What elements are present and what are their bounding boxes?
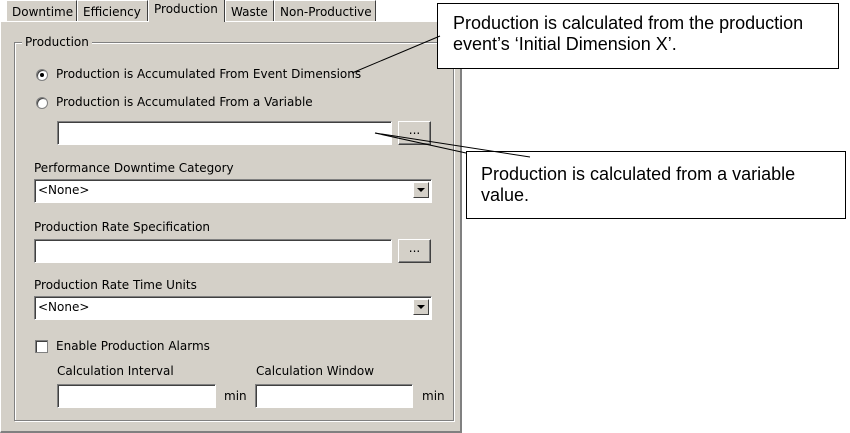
performance-downtime-label: Performance Downtime Category bbox=[34, 161, 234, 175]
variable-browse-button[interactable]: ... bbox=[398, 121, 431, 145]
production-rate-time-units-label: Production Rate Time Units bbox=[34, 278, 197, 292]
callout-event-dimensions: Production is calculated from the produc… bbox=[437, 3, 839, 69]
production-rate-spec-input[interactable] bbox=[34, 239, 392, 263]
calc-interval-label: Calculation Interval bbox=[57, 364, 174, 378]
enable-alarms-checkbox[interactable] bbox=[35, 340, 48, 353]
performance-downtime-select[interactable]: <None> bbox=[34, 179, 432, 203]
production-rate-spec-label: Production Rate Specification bbox=[34, 220, 211, 234]
tab-panel bbox=[0, 21, 462, 433]
calc-window-label: Calculation Window bbox=[256, 364, 375, 378]
calc-interval-unit: min bbox=[224, 389, 247, 403]
production-rate-time-units-value: <None> bbox=[38, 300, 90, 314]
enable-alarms-label[interactable]: Enable Production Alarms bbox=[56, 339, 210, 353]
callout-variable: Production is calculated from a variable… bbox=[466, 151, 846, 219]
radio-variable[interactable] bbox=[36, 97, 48, 109]
variable-input[interactable] bbox=[57, 121, 392, 145]
chevron-down-icon[interactable] bbox=[413, 299, 429, 315]
calc-interval-input[interactable] bbox=[57, 384, 216, 408]
chevron-down-icon[interactable] bbox=[413, 182, 429, 198]
production-groupbox bbox=[14, 42, 454, 421]
radio-event-dimensions-label[interactable]: Production is Accumulated From Event Dim… bbox=[56, 67, 362, 81]
calc-window-unit: min bbox=[422, 389, 445, 403]
calc-window-input[interactable] bbox=[255, 384, 413, 408]
tab-non-productive[interactable]: Non-Productive bbox=[274, 0, 376, 22]
production-rate-spec-browse-button[interactable]: ... bbox=[398, 239, 431, 263]
group-legend: Production bbox=[22, 35, 92, 49]
production-rate-time-units-select[interactable]: <None> bbox=[34, 296, 432, 320]
tab-waste[interactable]: Waste bbox=[225, 0, 274, 22]
tab-production[interactable]: Production bbox=[148, 0, 225, 22]
tab-efficiency[interactable]: Efficiency bbox=[77, 0, 148, 22]
tab-downtime[interactable]: Downtime bbox=[6, 0, 77, 22]
radio-dot bbox=[40, 73, 44, 77]
radio-variable-label[interactable]: Production is Accumulated From a Variabl… bbox=[56, 95, 313, 109]
performance-downtime-value: <None> bbox=[38, 183, 90, 197]
radio-event-dimensions[interactable] bbox=[36, 69, 48, 81]
